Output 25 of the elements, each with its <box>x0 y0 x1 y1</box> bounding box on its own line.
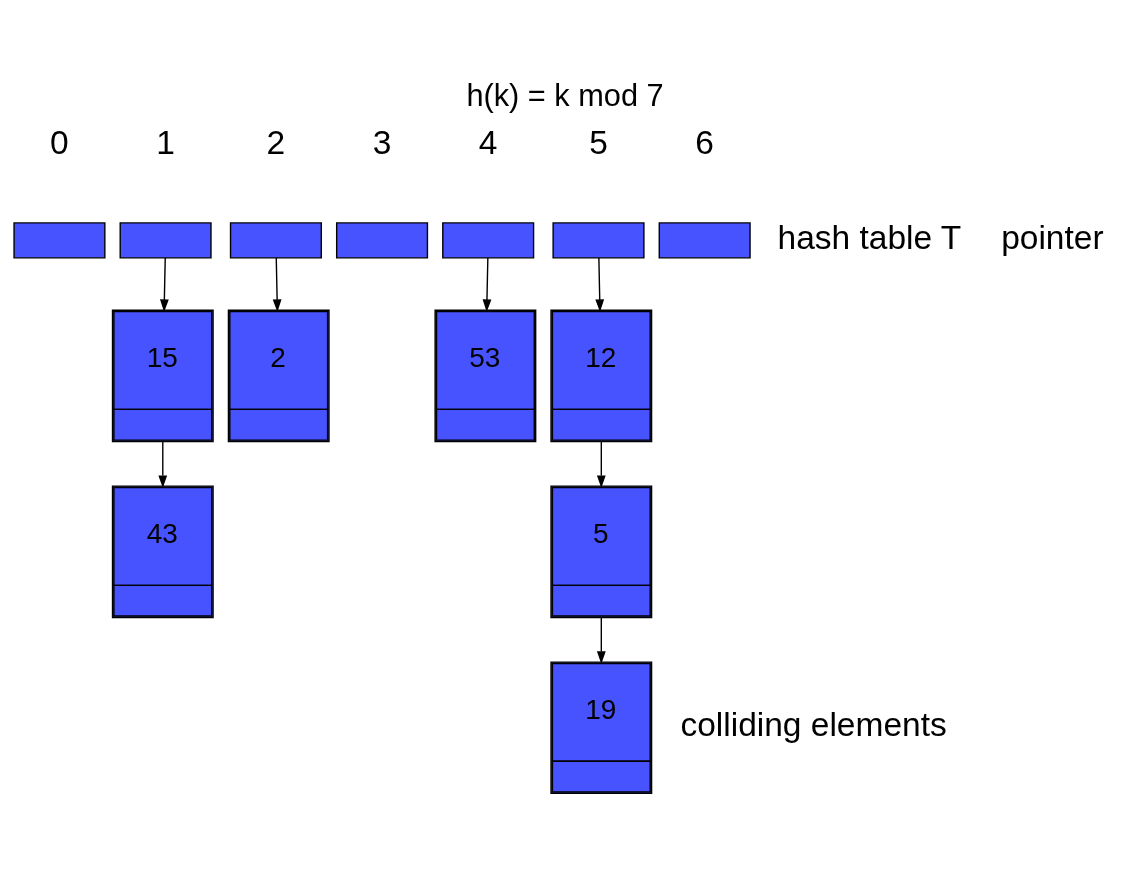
label: 3 <box>372 124 392 162</box>
node-box <box>442 222 535 259</box>
arrow <box>272 257 282 312</box>
node-box <box>552 222 645 259</box>
arrow <box>159 257 169 312</box>
arrow <box>595 257 605 312</box>
label: 5 <box>589 124 608 162</box>
label: 2 <box>266 124 286 162</box>
diagram-title: h(k) = k mod 7 <box>466 77 664 113</box>
label: 1 <box>156 124 175 162</box>
label: hash table T <box>777 219 962 257</box>
node-box <box>229 222 322 259</box>
label: 4 <box>478 124 498 162</box>
arrow <box>596 617 606 664</box>
arrow <box>482 257 492 312</box>
node-box <box>13 222 106 259</box>
label: pointer <box>1001 219 1104 257</box>
label: 0 <box>50 124 69 162</box>
node-box <box>119 222 212 259</box>
label: 6 <box>695 124 714 162</box>
node-box <box>658 222 751 259</box>
arrow <box>158 441 168 488</box>
node-box <box>335 222 429 259</box>
label: colliding elements <box>680 706 947 744</box>
arrow <box>596 441 606 488</box>
